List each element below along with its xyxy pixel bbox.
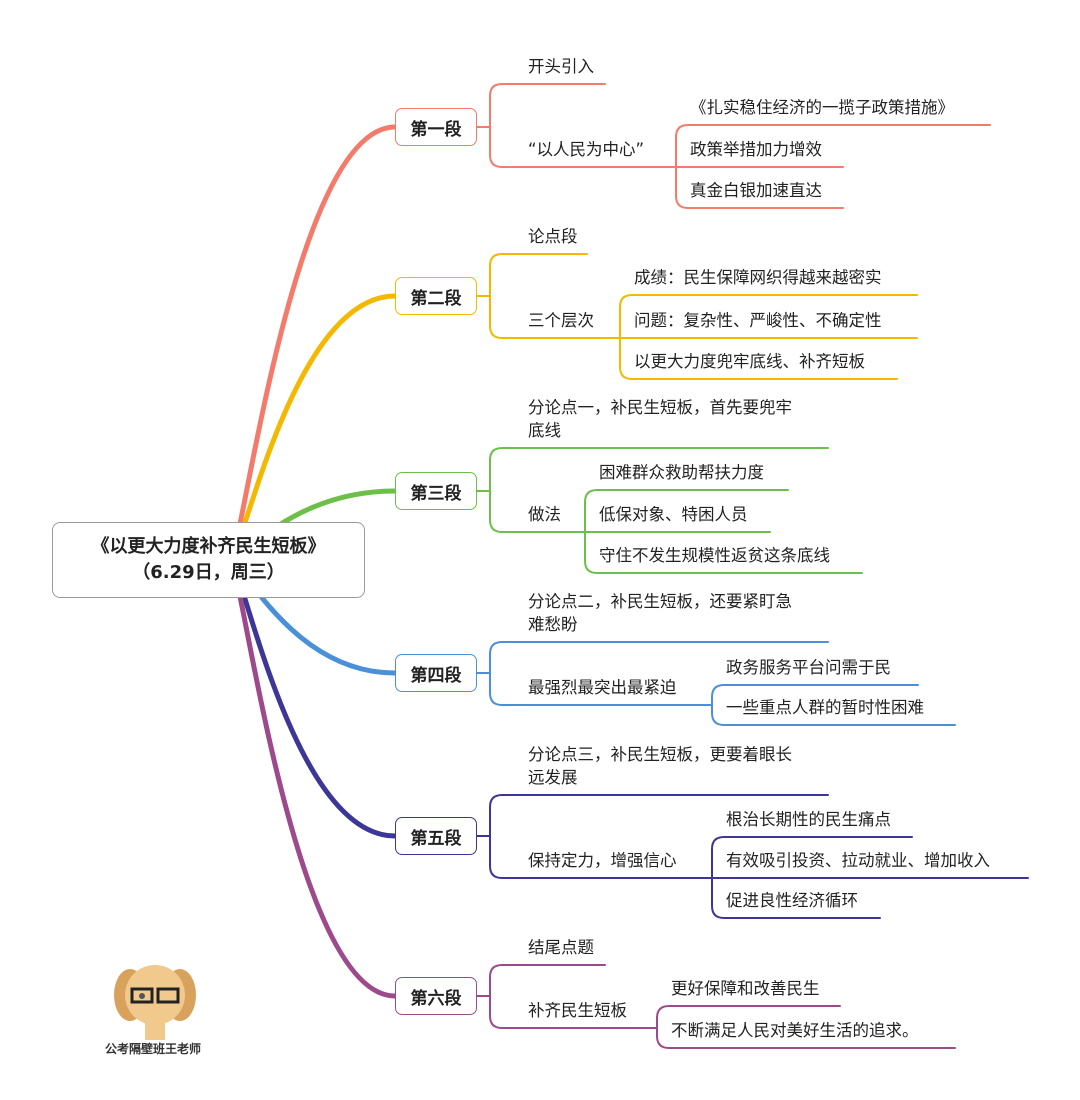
section-label: 第四段: [410, 665, 462, 686]
subtopic-connector: [476, 995, 658, 1029]
subtopic-connector: [476, 295, 621, 339]
leaf-connector: [619, 337, 898, 380]
leaf-6-2-2[interactable]: 不断满足人民对美好生活的追求。: [671, 1021, 919, 1040]
subtopic-2-1[interactable]: 论点段: [528, 227, 578, 246]
root-branch-connector: [229, 293, 398, 563]
section-node-6[interactable]: 第六段: [395, 977, 477, 1015]
leaf-1-2-3[interactable]: 真金白银加速直达: [690, 181, 822, 200]
watermark-label: 公考隔壁班王老师: [105, 1042, 202, 1056]
leaf-6-2-1[interactable]: 更好保障和改善民生: [671, 979, 820, 998]
subtopic-connector: [476, 253, 588, 297]
subtopic-connector: [476, 835, 713, 879]
leaf-connector: [711, 704, 956, 726]
leaf-3-2-3[interactable]: 守住不发生规模性返贫这条底线: [599, 546, 830, 565]
root-topic-label: 《以更大力度补齐民生短板》（6.29日，周三）: [91, 536, 326, 583]
leaf-2-2-2[interactable]: 问题：复杂性、严峻性、不确定性: [634, 311, 882, 330]
section-node-4[interactable]: 第四段: [395, 654, 477, 692]
subtopic-6-2[interactable]: 补齐民生短板: [528, 1001, 627, 1020]
subtopic-connector: [476, 964, 606, 997]
root-branch-connector: [229, 557, 398, 839]
leaf-connector: [711, 836, 913, 879]
subtopic-connector: [476, 447, 829, 492]
subtopic-5-2[interactable]: 保持定力，增强信心: [528, 851, 677, 870]
dog-mascot-icon: [114, 965, 196, 1040]
leaf-1-2-1[interactable]: 《扎实稳住经济的一揽子政策措施》: [690, 98, 954, 117]
root-topic[interactable]: 《以更大力度补齐民生短板》（6.29日，周三）: [52, 522, 365, 598]
section-label: 第二段: [410, 288, 462, 309]
leaf-3-2-1[interactable]: 困难群众救助帮扶力度: [599, 463, 764, 482]
subtopic-connector: [476, 672, 713, 706]
subtopic-2-2[interactable]: 三个层次: [528, 311, 594, 330]
leaf-5-2-2[interactable]: 有效吸引投资、拉动就业、增加收入: [726, 851, 990, 870]
subtopic-1-1[interactable]: 开头引入: [528, 57, 594, 76]
section-label: 第一段: [410, 119, 462, 140]
subtopic-3-2[interactable]: 做法: [528, 505, 561, 524]
subtopic-4-1[interactable]: 分论点二，补民生短板，还要紧盯急 难愁盼: [528, 592, 792, 634]
leaf-5-2-1[interactable]: 根治长期性的民生痛点: [726, 810, 891, 829]
section-label: 第三段: [410, 483, 462, 504]
leaf-3-2-2[interactable]: 低保对象、特困人员: [599, 505, 748, 524]
subtopic-connector: [476, 83, 606, 128]
section-node-3[interactable]: 第三段: [395, 472, 477, 510]
leaf-4-2-1[interactable]: 政务服务平台问需于民: [726, 658, 891, 677]
subtopic-connector: [476, 490, 586, 533]
section-node-1[interactable]: 第一段: [395, 108, 477, 146]
subtopic-6-1[interactable]: 结尾点题: [528, 938, 594, 957]
leaf-connector: [711, 684, 919, 706]
leaf-4-2-2[interactable]: 一些重点人群的暂时性困难: [726, 698, 924, 717]
leaf-connector: [656, 1005, 841, 1029]
subtopic-connector: [476, 641, 829, 674]
leaf-1-2-2[interactable]: 政策举措加力增效: [690, 140, 822, 159]
subtopic-connector: [476, 126, 677, 168]
subtopic-1-2[interactable]: “以人民为中心”: [528, 140, 645, 159]
leaf-5-2-3[interactable]: 促进良性经济循环: [726, 891, 858, 910]
leaf-2-2-1[interactable]: 成绩：民生保障网织得越来越密实: [634, 268, 882, 287]
subtopic-4-2[interactable]: 最强烈最突出最紧迫: [528, 678, 677, 697]
leaf-connector: [675, 166, 844, 209]
leaf-2-2-3[interactable]: 以更大力度兜牢底线、补齐短板: [634, 352, 865, 371]
section-label: 第六段: [410, 988, 462, 1009]
section-node-5[interactable]: 第五段: [395, 817, 477, 855]
section-label: 第五段: [410, 828, 462, 849]
leaf-connector: [711, 877, 881, 919]
subtopic-3-1[interactable]: 分论点一，补民生短板，首先要兜牢 底线: [528, 398, 792, 440]
root-branch-connector: [229, 557, 398, 999]
leaf-connector: [656, 1027, 956, 1049]
leaf-connector: [584, 489, 789, 533]
leaf-connector: [675, 124, 991, 168]
section-node-2[interactable]: 第二段: [395, 277, 477, 315]
leaf-connector: [619, 294, 918, 339]
leaf-connector: [584, 531, 863, 574]
root-branch-connector: [229, 124, 398, 563]
subtopic-5-1[interactable]: 分论点三，补民生短板，更要着眼长 远发展: [528, 745, 792, 787]
subtopic-connector: [476, 794, 829, 837]
